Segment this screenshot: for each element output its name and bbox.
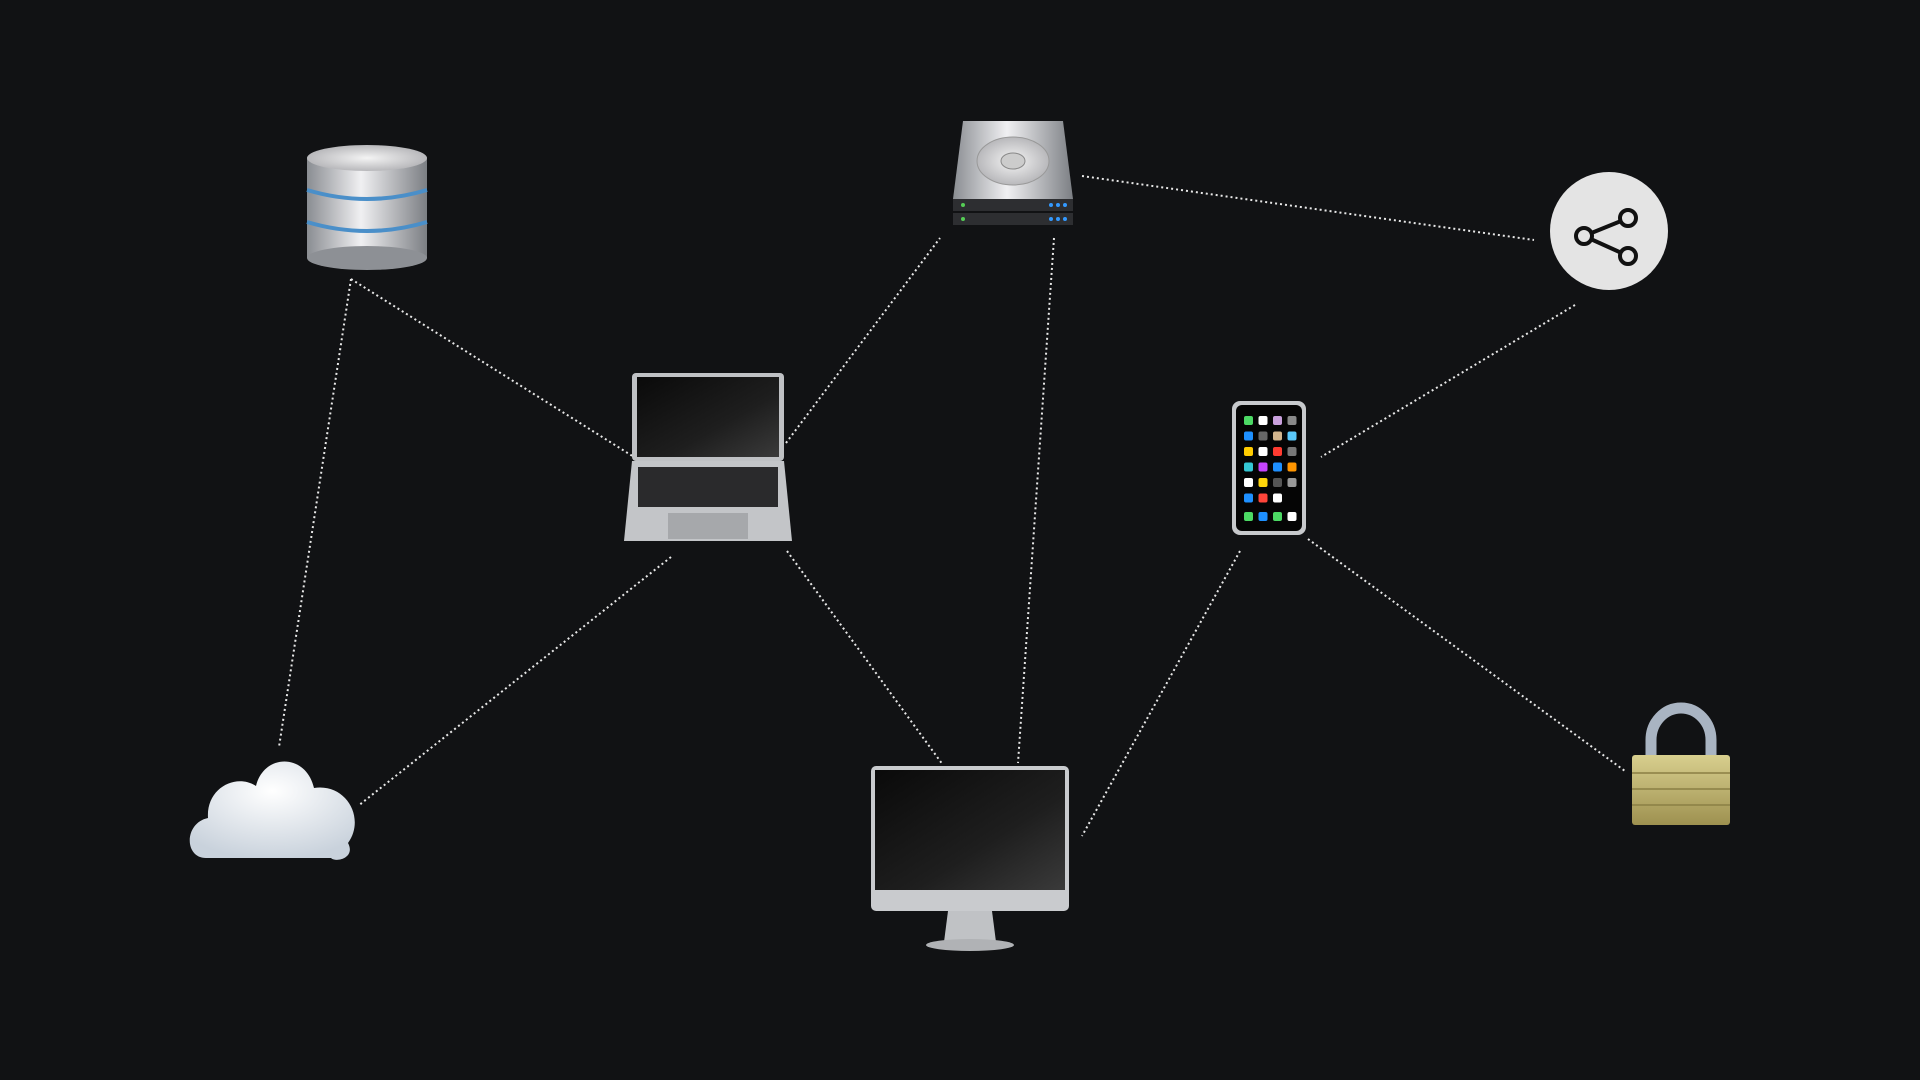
edge-layer [278,175,1626,837]
database-icon[interactable] [306,145,428,270]
edge-phone-monitor [1081,550,1241,837]
dock-app-icon [1244,512,1253,521]
share-icon[interactable] [1550,172,1668,290]
app-icon [1287,462,1297,472]
smartphone-icon[interactable] [1232,401,1306,535]
app-icon [1287,416,1297,425]
app-icon [1244,478,1253,487]
dock-app-icon [1273,512,1282,521]
app-icon [1244,431,1253,441]
app-icon [1287,431,1297,441]
app-icon [1287,447,1297,456]
app-icon [1258,447,1268,456]
app-icon [1287,478,1297,487]
edge-laptop-cloud [357,556,672,807]
cloud-icon[interactable] [189,761,355,860]
app-icon [1258,462,1268,472]
dock-app-icon [1258,512,1268,521]
app-icon [1273,478,1282,487]
app-icon [1244,416,1253,425]
edge-phone-lock [1307,538,1626,772]
app-icon [1273,416,1282,425]
dock-app-icon [1287,512,1297,521]
app-icon [1244,493,1253,503]
edge-share-phone [1320,304,1576,458]
app-icon [1273,447,1282,456]
app-icon [1273,493,1282,503]
edge-database-cloud [278,278,352,748]
app-icon [1258,493,1268,503]
edge-hard-drive-monitor [1017,237,1055,764]
edge-laptop-monitor [786,550,944,766]
hard-drive-icon[interactable] [953,121,1073,225]
edge-laptop-hard-drive [785,237,941,444]
app-icon [1244,447,1253,456]
desktop-monitor-icon[interactable] [871,766,1069,951]
laptop-icon[interactable] [624,373,792,541]
app-icon [1258,416,1268,425]
edge-hard-drive-share [1081,175,1535,241]
app-icon [1244,462,1253,472]
app-icon [1273,462,1282,472]
padlock-icon[interactable] [1632,702,1730,825]
edge-database-laptop [350,278,635,458]
app-icon [1258,478,1268,487]
app-icon [1258,431,1268,441]
app-icon [1273,431,1282,441]
